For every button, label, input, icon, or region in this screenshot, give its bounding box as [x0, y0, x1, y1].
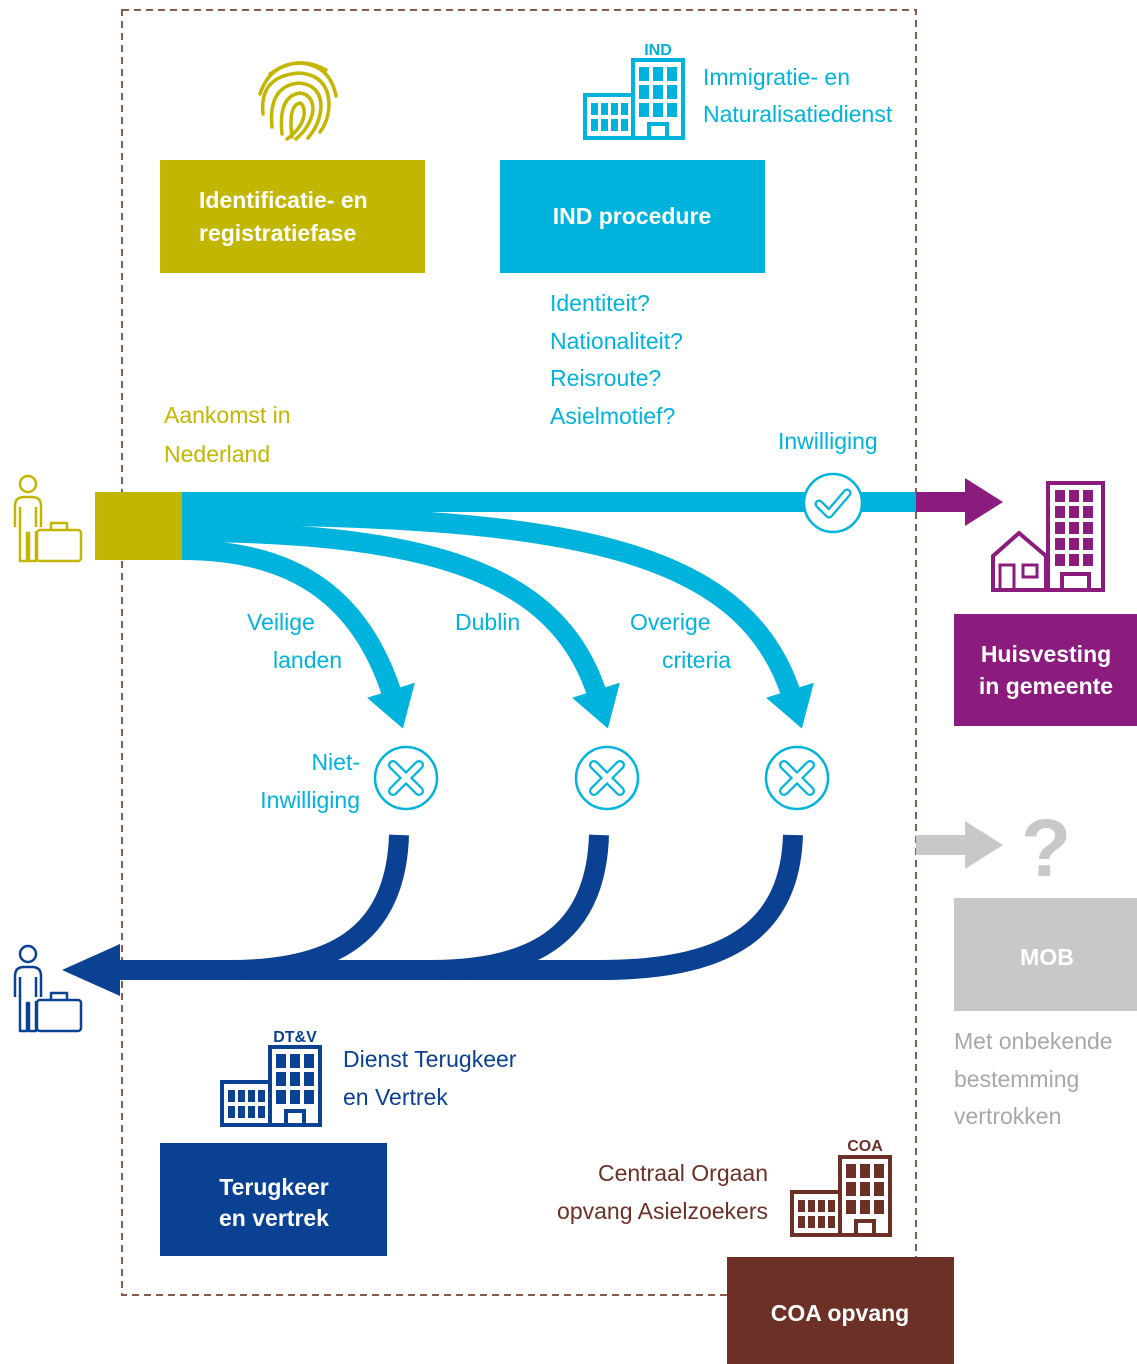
route-safe-countries-line-1: Veilige: [247, 609, 315, 635]
identification-box-line-1: Identificatie- en: [199, 187, 368, 213]
ind-question-nationality: Nationaliteit?: [550, 328, 683, 354]
ind-question-route: Reisroute?: [550, 365, 661, 391]
x-circle-icon: [576, 747, 638, 809]
arrival-line-1: Aankomst in: [164, 402, 291, 428]
ind-building-icon: [583, 58, 685, 140]
housing-arrowhead: [965, 478, 1003, 526]
flow-start-block: [182, 492, 212, 560]
ind-name-line-2: Naturalisatiedienst: [703, 101, 893, 127]
housing-box-line-2: in gemeente: [979, 673, 1113, 699]
rejection-line-2: Inwilliging: [260, 787, 360, 813]
other-criteria-arrowhead: [766, 682, 814, 729]
mob-description-line-3: vertrokken: [954, 1103, 1061, 1129]
return-departure-box-line-2: en vertrek: [219, 1205, 329, 1231]
ind-procedure-label: IND procedure: [553, 203, 711, 229]
arrival-block: [95, 492, 182, 560]
housing-arrow-shaft: [916, 492, 968, 512]
unknown-destination-symbol: ?: [1021, 803, 1071, 894]
coa-reception-frame: [121, 9, 917, 1296]
route-safe-countries-line-2: landen: [273, 647, 342, 673]
route-other-criteria-line-1: Overige: [630, 609, 711, 635]
route-other-criteria-line-2: criteria: [662, 647, 731, 673]
arrival-line-2: Nederland: [164, 441, 270, 467]
return-departure-box: [160, 1143, 387, 1256]
coa-reception-box: [727, 1257, 954, 1364]
mob-arrow-shaft: [916, 835, 968, 855]
coa-name-line-2: opvang Asielzoekers: [557, 1198, 768, 1224]
ind-question-motive: Asielmotief?: [550, 403, 675, 429]
coa-name-line-1: Centraal Orgaan: [598, 1160, 768, 1186]
return-flow-dublin: [112, 834, 609, 980]
coa-icon-label: COA: [847, 1138, 883, 1155]
arriving-person-icon: [13, 474, 83, 563]
safe-countries-flow: [181, 540, 403, 701]
return-departure-box-line-1: Terugkeer: [219, 1174, 329, 1200]
safe-countries-arrowhead: [367, 682, 415, 729]
mob-description-line-1: Met onbekende: [954, 1028, 1113, 1054]
ind-procedure-box: [500, 160, 765, 273]
identification-phase-box: [160, 160, 425, 273]
dtv-name-line-1: Dienst Terugkeer: [343, 1046, 517, 1072]
coa-building-icon: [790, 1155, 892, 1237]
return-flow-other-criteria: [112, 834, 803, 980]
mob-description-line-2: bestemming: [954, 1066, 1079, 1092]
rejection-line-1: Niet-: [311, 749, 360, 775]
return-arrowhead: [62, 944, 120, 996]
dublin-arrowhead: [572, 682, 620, 729]
housing-box-line-1: Huisvesting: [981, 641, 1111, 667]
check-circle-icon: [802, 472, 864, 534]
dtv-building-icon: [220, 1045, 322, 1127]
departing-person-icon: [13, 944, 83, 1033]
fingerprint-icon: [258, 61, 338, 141]
ind-name-line-1: Immigratie- en: [703, 64, 850, 90]
ind-question-identity: Identiteit?: [550, 290, 650, 316]
other-criteria-flow: [181, 505, 802, 701]
dublin-flow: [181, 522, 608, 700]
house-and-building-icon: [991, 481, 1105, 592]
dtv-icon-label: DT&V: [273, 1029, 317, 1046]
coa-reception-box-label: COA opvang: [771, 1300, 909, 1326]
mob-box: [954, 898, 1137, 1011]
ind-icon-label: IND: [644, 42, 672, 59]
x-circle-icon: [375, 747, 437, 809]
housing-box: [954, 614, 1137, 726]
mob-arrowhead: [965, 821, 1003, 869]
return-flow-safe-countries: [112, 834, 409, 980]
dtv-name-line-2: en Vertrek: [343, 1084, 448, 1110]
x-circle-icon: [766, 747, 828, 809]
return-flows: [112, 834, 803, 980]
ind-procedure-flows: [181, 492, 918, 701]
approval-label: Inwilliging: [778, 428, 878, 454]
identification-box-line-2: registratiefase: [199, 220, 356, 246]
route-dublin: Dublin: [455, 609, 520, 635]
mob-box-label: MOB: [1020, 944, 1074, 970]
